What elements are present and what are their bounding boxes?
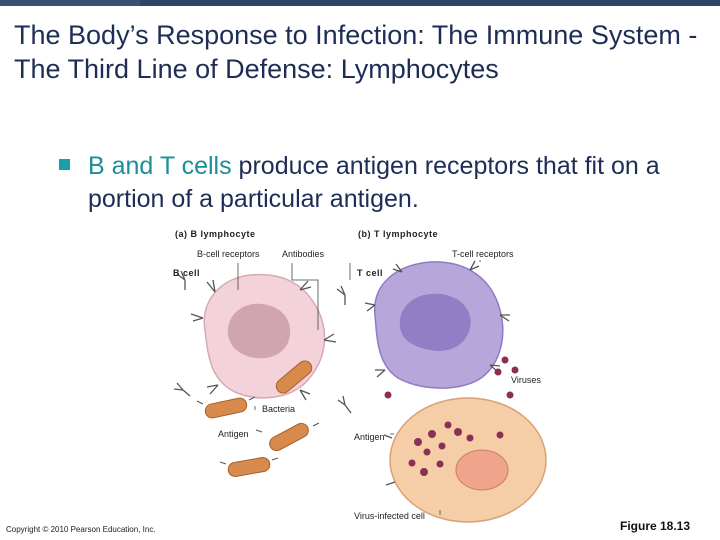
bacteria: [204, 360, 313, 477]
viruses: [384, 356, 519, 399]
antigen-label-left: Antigen: [218, 429, 249, 439]
b-cell-receptors-label: B-cell receptors: [197, 249, 260, 259]
lymphocyte-figure: (a) B lymphocyte (b) T lymphocyte B-cell…: [173, 229, 547, 523]
bullet-highlight: B and T cells: [88, 152, 232, 180]
panel-a-label: (a) B lymphocyte: [175, 229, 256, 239]
t-cell-illustration: [364, 260, 510, 389]
bacterium-icon: [204, 397, 248, 419]
t-cell-label: T cell: [357, 268, 383, 278]
antigen-label-right: Antigen: [354, 432, 385, 442]
t-cell-receptors: [364, 260, 510, 378]
b-cell-receptors: [190, 279, 337, 401]
viruses-label: Viruses: [511, 375, 541, 385]
bullet-text: B and T cells produce antigen receptors …: [88, 150, 688, 216]
infected-cell-nucleus: [455, 449, 509, 491]
b-cell-illustration: [173, 270, 352, 414]
b-cell-label: B cell: [173, 268, 200, 278]
infected-cell-label: Virus-infected cell: [354, 511, 425, 521]
panel-b-label: (b) T lymphocyte: [358, 229, 438, 239]
antibodies: [173, 270, 352, 414]
slide-title: The Body’s Response to Infection: The Im…: [14, 20, 698, 84]
infected-cell-illustration: [383, 397, 547, 523]
bacterium-icon: [269, 422, 309, 452]
copyright-notice: Copyright © 2010 Pearson Education, Inc.: [6, 525, 156, 534]
top-bar-accent: [140, 0, 720, 6]
virus-icon: [384, 391, 392, 399]
antibodies-label: Antibodies: [282, 249, 325, 259]
virus-icon: [494, 368, 502, 376]
square-bullet-icon: [59, 159, 70, 170]
t-cell-nucleus: [399, 293, 471, 352]
virus-icon: [511, 366, 519, 374]
bullet-body: produce antigen receptors that fit on a …: [88, 152, 660, 213]
bacterium-icon: [227, 457, 271, 477]
intracellular-viruses: [408, 421, 504, 476]
bacteria-antigen-ticks: [196, 396, 320, 465]
t-cell-receptors-label: T-cell receptors: [452, 249, 514, 259]
infected-cell-antigens: [383, 434, 396, 486]
leader-lines: [237, 260, 481, 515]
b-cell-nucleus: [227, 303, 291, 359]
virus-icon: [506, 391, 514, 399]
bacteria-label: Bacteria: [262, 404, 295, 414]
figure-reference: Figure 18.13: [620, 519, 691, 533]
virus-icon: [501, 356, 509, 364]
bacterium-icon: [275, 360, 313, 394]
